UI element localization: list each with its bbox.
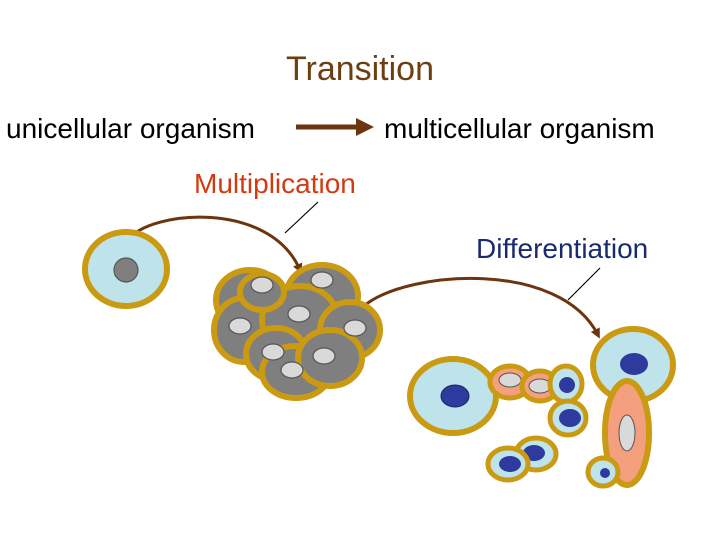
differentiation-pointer xyxy=(567,267,601,301)
unicellular-label: unicellular organism xyxy=(6,113,256,144)
differentiated-organism xyxy=(407,326,676,489)
multiplication-arrow xyxy=(126,215,303,274)
transition-arrow xyxy=(296,118,374,136)
multiplication-pointer xyxy=(284,201,319,234)
differentiation-label: Differentiation xyxy=(476,233,649,264)
differentiation-arrow xyxy=(364,276,600,339)
diagram-title: Transition xyxy=(285,50,435,88)
multiplication-label: Multiplication xyxy=(194,168,356,199)
single-cell xyxy=(82,229,170,309)
cluster-nuclei xyxy=(228,271,367,379)
multicellular-label: multicellular organism xyxy=(384,113,655,144)
